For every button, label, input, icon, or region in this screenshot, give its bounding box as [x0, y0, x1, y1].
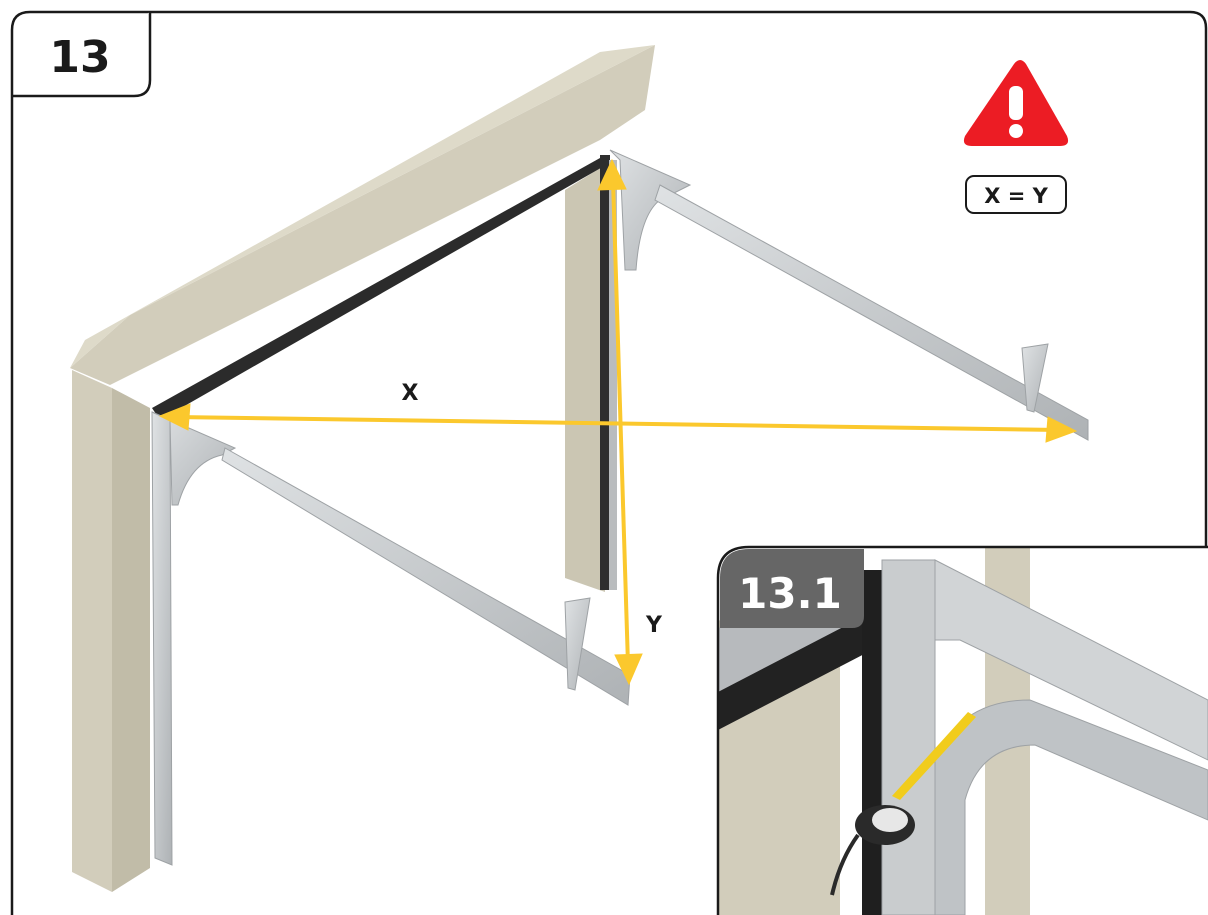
formula-box: [965, 175, 1067, 214]
detail-number: 13.1: [738, 569, 842, 618]
detail-inset: 13.1: [716, 545, 1208, 915]
x-label: X: [402, 381, 419, 406]
wall: [70, 45, 655, 892]
door-seals: [152, 155, 617, 590]
warning-triangle-icon: [963, 60, 1069, 146]
step-number: 13: [49, 32, 110, 83]
step-tab: [12, 12, 152, 98]
formula-text: X = Y: [984, 184, 1048, 208]
panel-frame: [10, 10, 1208, 915]
y-label: Y: [645, 613, 663, 638]
steel-tracks: [151, 149, 1089, 866]
measurement-y-arrow: [597, 158, 643, 686]
measurement-x-arrow: [158, 403, 1078, 443]
